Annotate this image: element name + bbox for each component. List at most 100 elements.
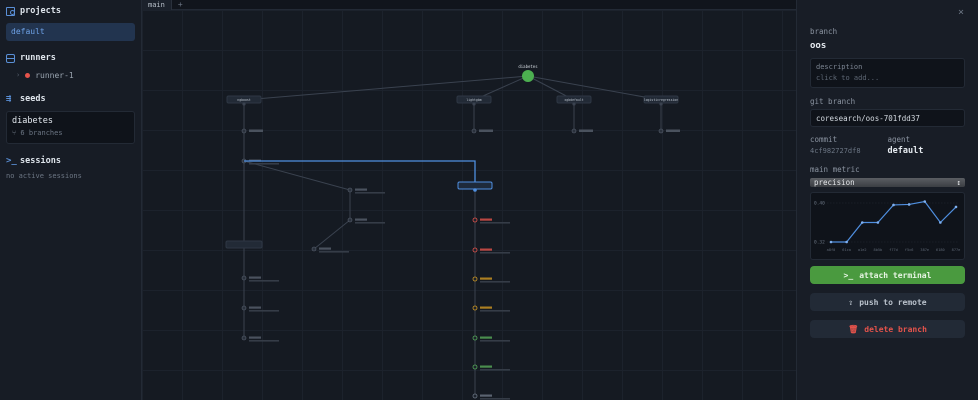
commit-node[interactable]	[471, 128, 477, 134]
branch-value: oos	[810, 41, 827, 51]
data-point	[845, 240, 848, 244]
commit-node[interactable]	[241, 335, 247, 341]
commit-node[interactable]	[241, 275, 247, 281]
data-point	[939, 221, 942, 224]
branch-node-label: lightgbm	[466, 98, 481, 102]
description-label: description	[816, 63, 863, 71]
attach-terminal-button[interactable]: >_ attach terminal	[810, 266, 965, 284]
commit-text	[480, 277, 492, 280]
x-tick-label: 6180	[936, 248, 945, 252]
folder-icon	[6, 6, 15, 16]
commit-node[interactable]	[347, 187, 353, 193]
seed-card-diabetes[interactable]: diabetes ⑂ 6 branches	[6, 111, 135, 144]
commit-meta	[480, 222, 510, 224]
push-to-remote-button[interactable]: ⇪ push to remote	[810, 293, 965, 311]
runner-item[interactable]: › runner-1	[6, 68, 135, 82]
commit-node[interactable]	[347, 217, 353, 223]
tab-bar: main +	[142, 0, 796, 10]
project-item-default[interactable]: default	[6, 23, 135, 41]
y-tick-label: 0.32	[814, 240, 825, 246]
main-metric-label: main metric	[810, 165, 860, 174]
commit-node[interactable]	[472, 305, 478, 311]
commit-node[interactable]	[472, 393, 478, 399]
branch-port	[472, 102, 476, 106]
branch-label: branch	[810, 27, 838, 36]
commit-meta	[249, 310, 279, 312]
close-icon[interactable]: ×	[957, 7, 964, 18]
chevron-right-icon[interactable]: ›	[16, 71, 21, 79]
commit-node[interactable]	[241, 305, 247, 311]
description-field[interactable]: description click to add...	[810, 58, 965, 88]
commit-meta	[249, 163, 279, 165]
x-tick-label: 877e	[952, 248, 961, 252]
commit-meta	[355, 222, 385, 224]
commit-node[interactable]	[472, 335, 478, 341]
tab-main[interactable]: main	[142, 0, 172, 10]
add-tab-button[interactable]: +	[177, 0, 183, 9]
projects-section: projects default	[6, 4, 135, 41]
commit-text	[480, 365, 492, 368]
y-tick-label: 0.40	[814, 201, 825, 207]
sessions-title: sessions	[20, 156, 61, 166]
commit-node[interactable]	[472, 217, 478, 223]
metric-select[interactable]: precision ↕	[810, 178, 965, 187]
commit-node[interactable]	[311, 246, 317, 252]
sessions-header: >_ sessions	[6, 154, 135, 168]
data-point	[860, 221, 864, 224]
seed-branch-count: 6 branches	[20, 129, 63, 137]
series-line	[831, 200, 957, 243]
commit-text	[480, 248, 492, 251]
branch-port	[242, 102, 246, 106]
commit-meta	[480, 398, 510, 400]
commit-meta	[480, 281, 510, 283]
commit-node[interactable]	[472, 276, 478, 282]
commit-text	[479, 129, 493, 132]
commit-text	[355, 188, 367, 191]
sidebar: projects default runners › runner-1 ⇶ se…	[0, 0, 142, 400]
commit-node[interactable]	[658, 128, 664, 134]
seed-meta: ⑂ 6 branches	[12, 129, 129, 137]
commit-node[interactable]	[472, 364, 478, 370]
selected-branch-node[interactable]	[457, 181, 493, 190]
terminal-icon: >_	[6, 155, 17, 166]
commit-meta	[319, 251, 349, 253]
commit-node[interactable]	[472, 247, 478, 253]
commit-text	[249, 276, 261, 279]
branch-node[interactable]	[225, 240, 263, 249]
commit-node[interactable]	[241, 128, 247, 134]
selected-branch-edge	[244, 160, 476, 186]
branch-node-label: ngboost	[237, 98, 251, 102]
x-tick-label: f77d	[889, 248, 898, 252]
runners-section: runners › runner-1	[6, 51, 135, 82]
seeds-header: ⇶ seeds	[6, 92, 135, 106]
runner-label: runner-1	[35, 70, 74, 80]
commit-agent-row: commit 4cf982727df8 agent default	[810, 135, 965, 156]
commit-meta	[480, 369, 510, 371]
branch-node-label: xgbdefault	[564, 98, 583, 102]
commit-text	[319, 247, 331, 250]
delete-branch-button[interactable]: 🗑 delete branch	[810, 320, 965, 338]
selected-branch-port	[473, 188, 477, 192]
git-branch-label: git branch	[810, 97, 856, 106]
runners-title: runners	[20, 53, 56, 63]
data-point	[829, 240, 833, 244]
x-tick-label: 8b5b	[874, 248, 883, 252]
commit-text	[249, 129, 263, 132]
commit-text	[666, 129, 680, 132]
commit-meta	[480, 252, 510, 254]
status-dot-icon	[25, 72, 31, 78]
branch-port	[659, 102, 663, 106]
agent-value: default	[887, 146, 924, 156]
x-tick-label: 387e	[920, 248, 929, 252]
server-icon	[6, 53, 15, 63]
x-tick-label: 61ca	[842, 248, 851, 252]
git-branch-field[interactable]: coresearch/oos-701fdd37	[810, 109, 965, 127]
root-node[interactable]	[522, 70, 534, 82]
select-arrows-icon: ↕	[956, 178, 961, 187]
x-tick-label: a8f0	[827, 248, 836, 252]
commit-node[interactable]	[571, 128, 577, 134]
